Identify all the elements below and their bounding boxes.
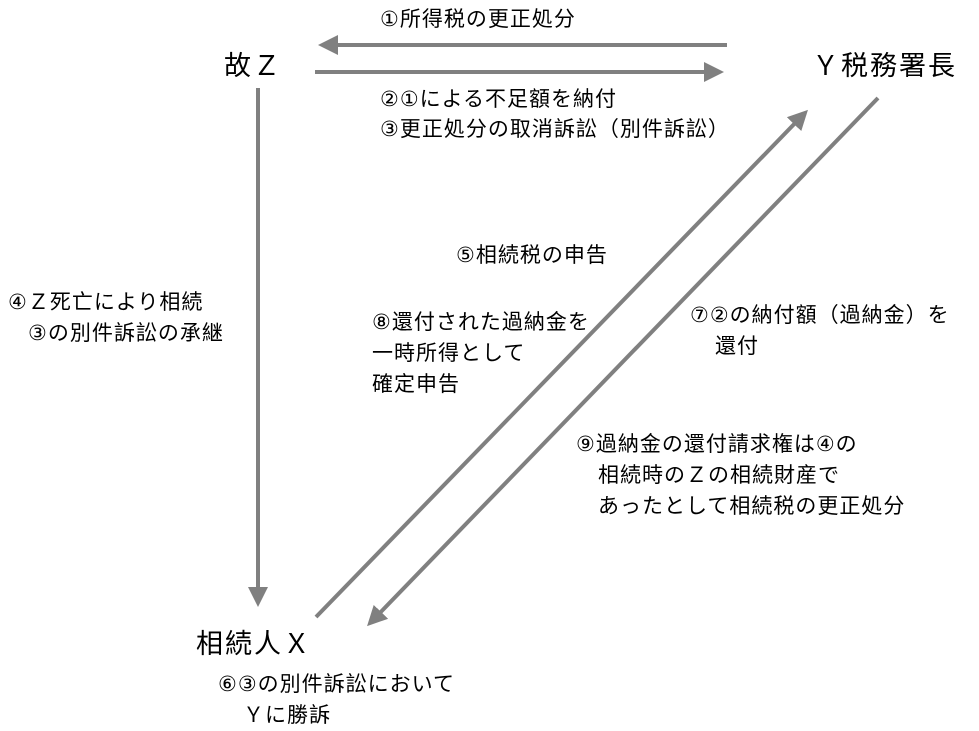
arrow-x-to-y <box>314 109 808 619</box>
label-step4-line1: ④Ｚ死亡により相続 <box>8 290 204 314</box>
label-step5: ⑤相続税の申告 <box>456 243 608 267</box>
label-step6-line1: ⑥③の別件訴訟において <box>218 672 456 696</box>
node-heir-x: 相続人Ｘ <box>196 629 312 660</box>
label-step7-line2: 還付 <box>715 334 759 358</box>
label-step4-line2: ③の別件訴訟の承継 <box>28 321 224 345</box>
label-step7-line1: ⑦②の納付額（過納金）を <box>690 303 950 327</box>
label-step3: ③更正処分の取消訴訟（別件訴訟） <box>380 117 730 141</box>
label-step9-line3: あったとして相続税の更正処分 <box>598 494 906 518</box>
label-step9-line2: 相続時のＺの相続財産で <box>598 463 840 487</box>
label-step6-line2: Ｙに勝訴 <box>243 703 331 727</box>
label-step8-line3: 確定申告 <box>372 372 460 396</box>
label-step8-line2: 一時所得として <box>372 341 526 365</box>
label-step9-line1: ⑨過納金の還付請求権は④の <box>576 432 858 456</box>
label-step1: ①所得税の更正処分 <box>380 7 576 31</box>
arrow-y-to-x <box>367 96 880 627</box>
node-deceased-z: 故Ｚ <box>224 51 282 82</box>
node-tax-office-y: Ｙ税務署長 <box>812 51 957 82</box>
label-step8-line1: ⑧還付された過納金を <box>372 310 590 334</box>
label-step2: ②①による不足額を納付 <box>380 87 618 111</box>
